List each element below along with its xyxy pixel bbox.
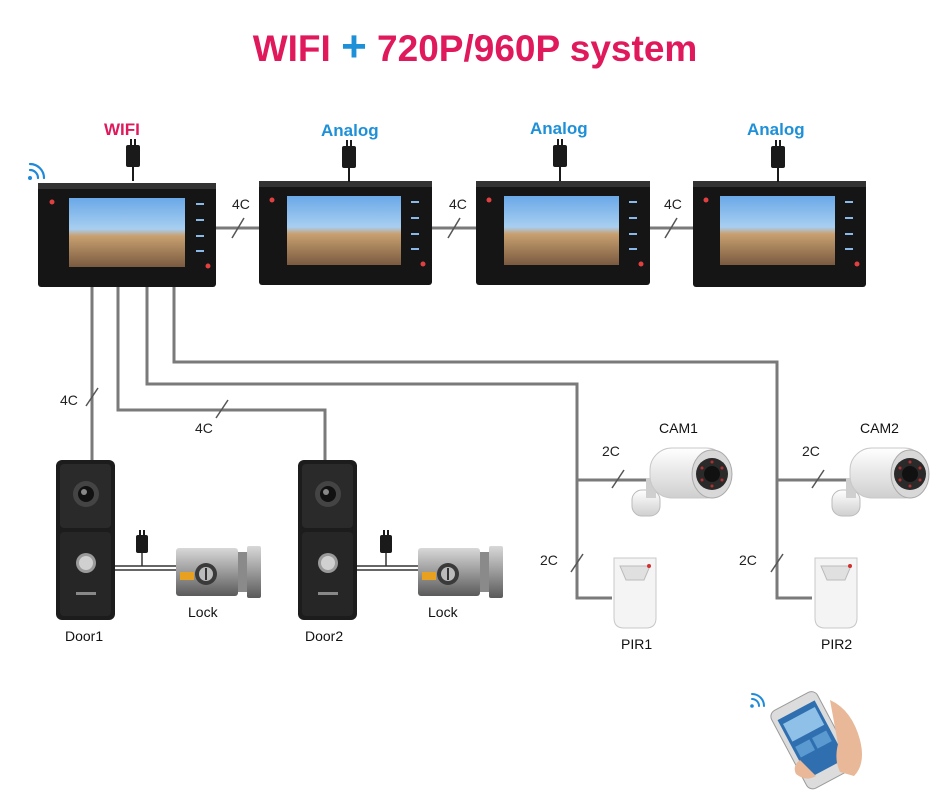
- door1-label: Door1: [65, 628, 104, 644]
- door2-wire: [116, 286, 327, 460]
- lock2-label: Lock: [428, 604, 458, 620]
- power-adapter-icon: [771, 140, 785, 182]
- pir-sensor-1: [613, 557, 657, 629]
- wire-label-cam1: 2C: [602, 443, 620, 459]
- camera-1: [631, 447, 733, 517]
- lock-2: [418, 546, 503, 598]
- page-title: WIFI + 720P/960P system: [0, 22, 950, 72]
- power-adapter-icon: [342, 140, 356, 182]
- wire-label-pir2: 2C: [739, 552, 757, 568]
- monitor-2: [259, 181, 432, 285]
- monitor-2-label: Analog: [321, 121, 379, 140]
- power-adapters: [126, 139, 785, 553]
- wire-slashes: [85, 217, 825, 573]
- camera-2: [831, 447, 930, 517]
- smartphone-icon: [750, 691, 862, 790]
- plus-icon: +: [341, 22, 367, 71]
- title-wifi: WIFI: [252, 28, 331, 69]
- monitors: [38, 181, 866, 287]
- door2-label: Door2: [305, 628, 344, 644]
- door-station-2: [298, 460, 357, 620]
- power-adapter-icon: [553, 139, 567, 181]
- monitor-4-label: Analog: [747, 120, 805, 139]
- door-station-1: [56, 460, 115, 620]
- monitor-1: [38, 183, 216, 287]
- wire-label-door1: 4C: [60, 392, 78, 408]
- monitor-4: [693, 181, 866, 287]
- lock-1: [176, 546, 261, 598]
- wire-label-mon-1: 4C: [232, 196, 250, 212]
- cam1-label: CAM1: [659, 420, 698, 436]
- monitor-3-label: Analog: [530, 119, 588, 138]
- wire-label-mon-2: 4C: [449, 196, 467, 212]
- wifi-icon: [28, 162, 46, 180]
- monitor-1-label: WIFI: [104, 120, 140, 139]
- lock-wires: [115, 553, 418, 571]
- pir2-label: PIR2: [821, 636, 853, 652]
- wire-label-cam2: 2C: [802, 443, 820, 459]
- cam2-label: CAM2: [860, 420, 899, 436]
- wifi-icon: [750, 693, 765, 708]
- pir-sensor-2: [814, 557, 858, 629]
- power-adapter-icon: [380, 530, 392, 553]
- cam1-pir1-wire: [145, 286, 612, 600]
- monitor-3: [476, 181, 650, 285]
- lock1-label: Lock: [188, 604, 218, 620]
- title-system: 720P/960P system: [377, 28, 698, 69]
- power-adapter-icon: [126, 139, 140, 181]
- cam2-pir2-wire: [172, 286, 812, 600]
- wire-label-pir1: 2C: [540, 552, 558, 568]
- pir1-label: PIR1: [621, 636, 653, 652]
- wire-label-door2: 4C: [195, 420, 213, 436]
- wire-label-mon-3: 4C: [664, 196, 682, 212]
- power-adapter-icon: [136, 530, 148, 553]
